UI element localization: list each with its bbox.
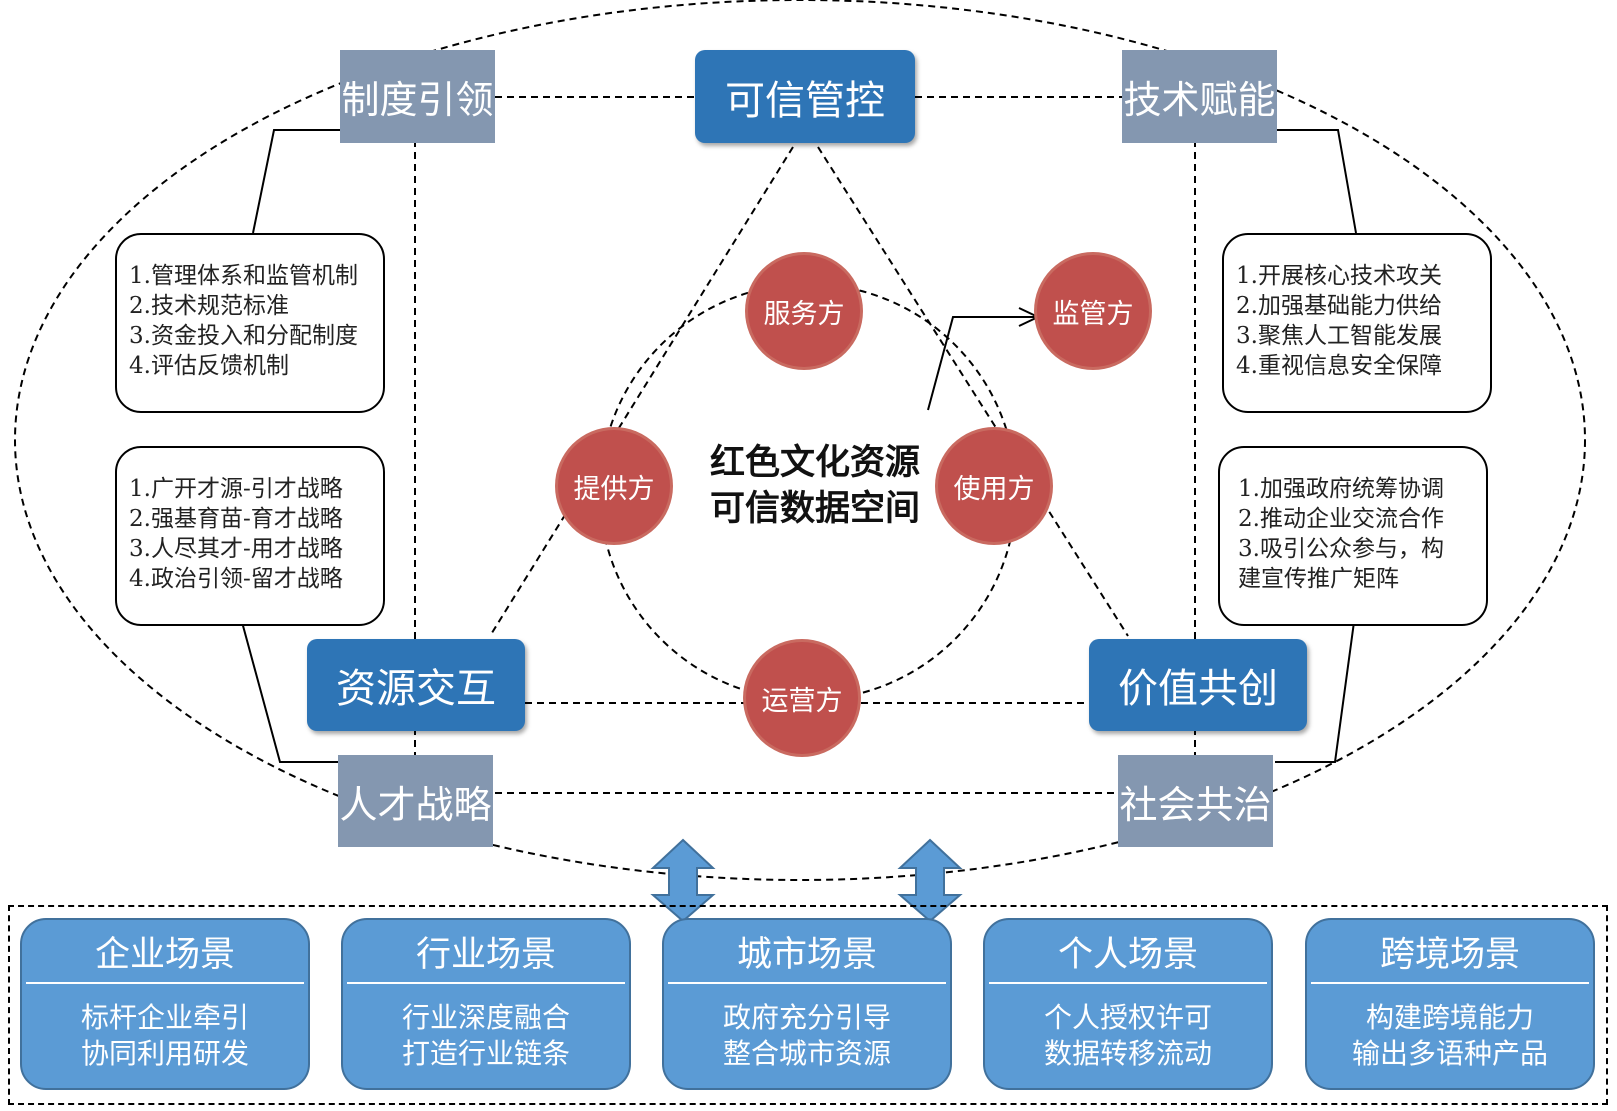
box-system-line: 3.资金投入和分配制度	[129, 323, 358, 349]
scene-title: 个人场景	[1057, 934, 1198, 975]
scene-divider	[26, 982, 304, 984]
box-talent-line: 4.政治引领-留才战略	[129, 566, 343, 592]
node-resource-interact: 资源交互	[307, 639, 525, 731]
scene-line: 政府充分引导	[722, 1001, 891, 1034]
scene-title: 跨境场景	[1379, 934, 1520, 975]
box-system: 1.管理体系和监管机制 2.技术规范标准 3.资金投入和分配制度 4.评估反馈机…	[115, 233, 385, 413]
scene-title: 行业场景	[415, 934, 556, 975]
node-value-cocreate: 价值共创	[1089, 639, 1307, 731]
arrow-to-supervisor	[927, 316, 1035, 411]
center-title-line-1: 红色文化资源	[709, 442, 920, 483]
scene-title: 企业场景	[94, 934, 235, 975]
box-system-line: 4.评估反馈机制	[129, 353, 289, 379]
scene-divider	[668, 982, 946, 984]
triangle-left-edge	[489, 146, 794, 637]
connector-tech	[1275, 129, 1357, 234]
connector-social	[1275, 621, 1355, 763]
scene-line: 行业深度融合	[401, 1001, 570, 1034]
scene-line: 打造行业链条	[401, 1037, 570, 1070]
scene-line: 整合城市资源	[722, 1037, 891, 1070]
box-social-line: 2.推动企业交流合作	[1238, 506, 1444, 532]
scene-title: 城市场景	[736, 934, 877, 975]
outer-ellipse	[14, 0, 1586, 881]
role-provider: 提供方	[558, 430, 670, 542]
scene-city: 城市场景 政府充分引导 整合城市资源	[662, 918, 952, 1090]
node-trusted-control: 可信管控	[695, 50, 915, 143]
scene-line: 输出多语种产品	[1351, 1037, 1548, 1070]
scene-personal: 个人场景 个人授权许可 数据转移流动	[983, 918, 1273, 1090]
box-tech-line: 3.聚焦人工智能发展	[1236, 323, 1442, 349]
scene-industry: 行业场景 行业深度融合 打造行业链条	[341, 918, 631, 1090]
scene-divider	[347, 982, 625, 984]
scene-divider	[1311, 982, 1589, 984]
box-social-line: 建宣传推广矩阵	[1238, 566, 1399, 592]
box-talent-line: 1.广开才源-引才战略	[129, 476, 343, 502]
scene-line: 协同利用研发	[80, 1037, 249, 1070]
box-tech-line: 1.开展核心技术攻关	[1236, 263, 1442, 289]
box-system-line: 1.管理体系和监管机制	[129, 263, 358, 289]
box-talent: 1.广开才源-引才战略 2.强基育苗-育才战略 3.人尽其才-用才战略 4.政治…	[115, 446, 385, 626]
node-system-guide: 制度引领	[340, 50, 495, 143]
box-tech: 1.开展核心技术攻关 2.加强基础能力供给 3.聚焦人工智能发展 4.重视信息安…	[1222, 233, 1492, 413]
scene-line: 构建跨境能力	[1365, 1001, 1534, 1034]
connector-talent	[241, 621, 340, 763]
scene-row-frame	[8, 905, 1608, 1105]
node-tech-empower: 技术赋能	[1122, 50, 1277, 143]
box-talent-line: 3.人尽其才-用才战略	[129, 536, 343, 562]
triangle-right-edge	[817, 146, 1129, 637]
box-social-line: 3.吸引公众参与，构	[1238, 536, 1444, 562]
scene-enterprise: 企业场景 标杆企业牵引 协同利用研发	[20, 918, 310, 1090]
scene-line: 数据转移流动	[1043, 1037, 1212, 1070]
center-title: 红色文化资源 可信数据空间	[690, 440, 940, 532]
box-tech-line: 4.重视信息安全保障	[1236, 353, 1442, 379]
box-social: 1.加强政府统筹协调 2.推动企业交流合作 3.吸引公众参与，构 建宣传推广矩阵	[1218, 446, 1488, 626]
node-talent-strategy: 人才战略	[338, 755, 493, 847]
role-operator: 运营方	[746, 642, 858, 754]
box-talent-line: 2.强基育苗-育才战略	[129, 506, 343, 532]
role-service: 服务方	[748, 255, 860, 367]
node-social-governance: 社会共治	[1118, 755, 1273, 847]
center-title-line-2: 可信数据空间	[709, 488, 920, 529]
box-social-line: 1.加强政府统筹协调	[1238, 476, 1444, 502]
role-user: 使用方	[938, 430, 1050, 542]
box-tech-line: 2.加强基础能力供给	[1236, 293, 1442, 319]
scene-cross-border: 跨境场景 构建跨境能力 输出多语种产品	[1305, 918, 1595, 1090]
role-supervisor: 监管方	[1037, 255, 1149, 367]
scene-line: 标杆企业牵引	[80, 1001, 249, 1034]
scene-divider	[989, 982, 1267, 984]
connector-system	[252, 129, 340, 234]
box-system-line: 2.技术规范标准	[129, 293, 289, 319]
scene-line: 个人授权许可	[1043, 1001, 1212, 1034]
